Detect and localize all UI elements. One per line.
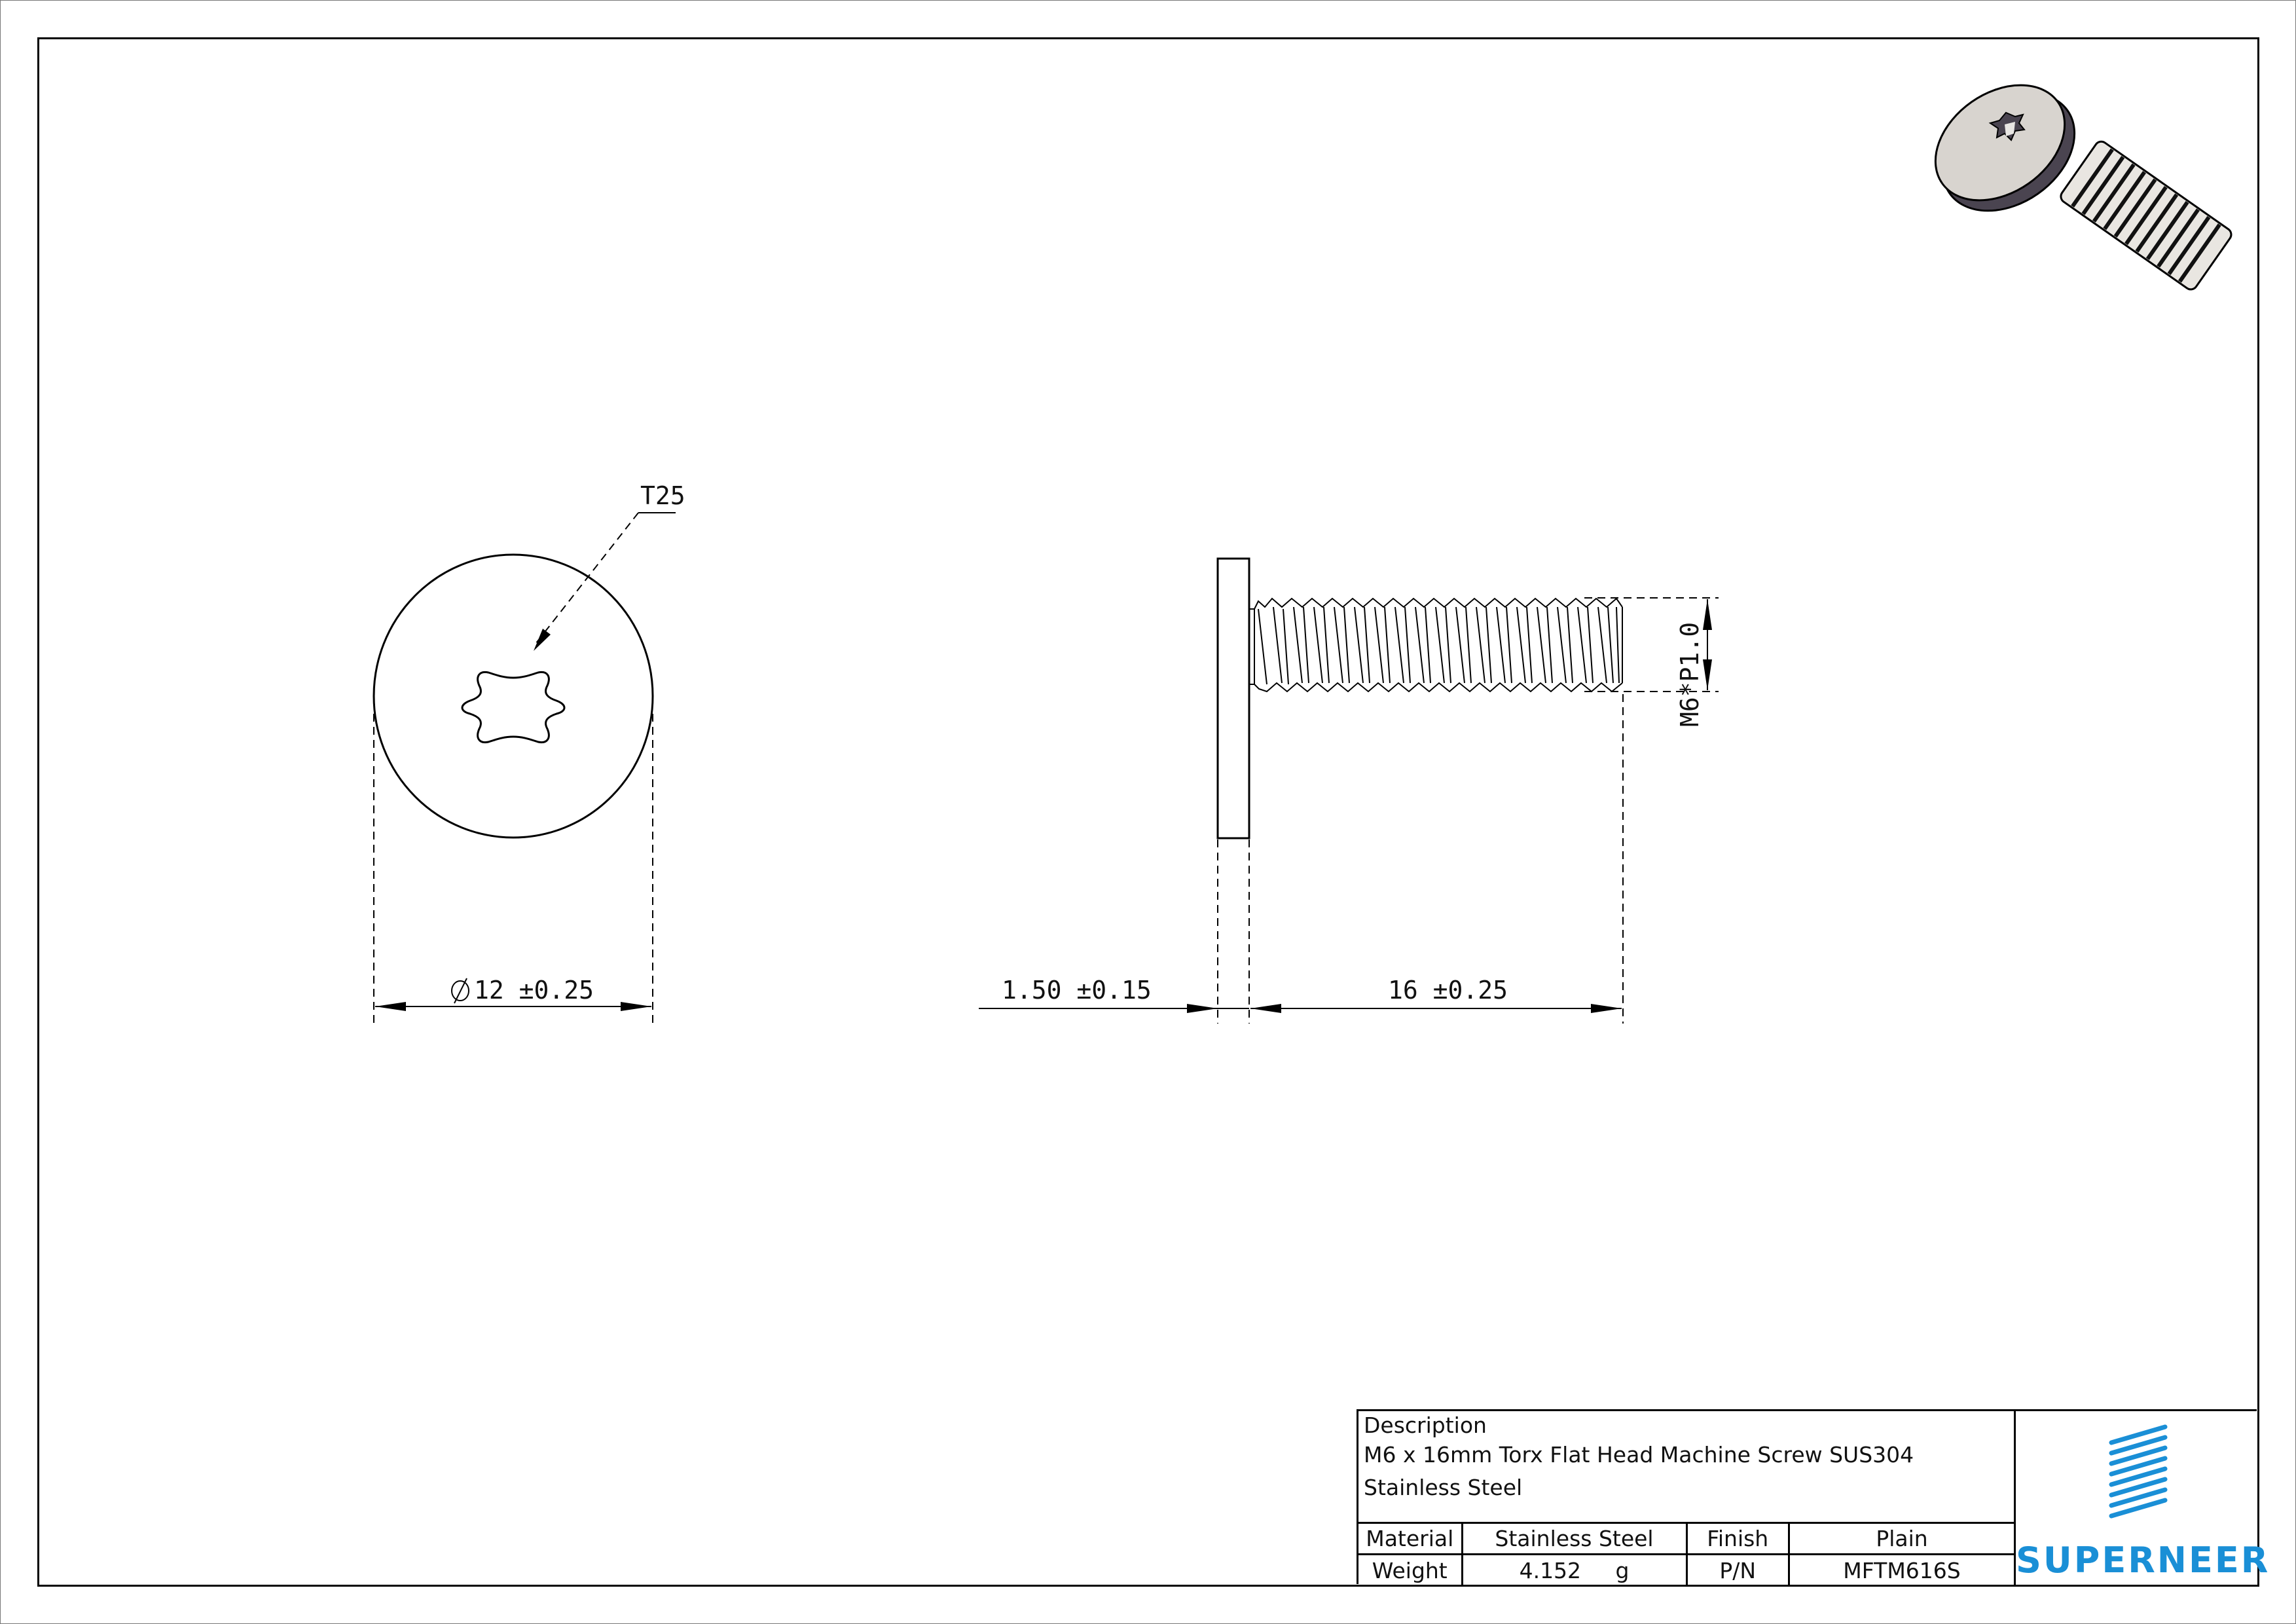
description-value: M6 x 16mm Torx Flat Head Machine Screw S… bbox=[1364, 1442, 1914, 1500]
material-row: Material Stainless Steel Finish Plain bbox=[1358, 1524, 2016, 1555]
length-label: 16 ±0.25 bbox=[1388, 976, 1508, 1005]
title-block: Description M6 x 16mm Torx Flat Head Mac… bbox=[1357, 1409, 2270, 1586]
weight-label: Weight bbox=[1358, 1555, 1463, 1586]
drawing-frame bbox=[37, 37, 2259, 1587]
torx-recess-icon bbox=[461, 671, 566, 744]
side-view: M6*P1.0 1.50 ±0.15 16 ±0.25 bbox=[979, 557, 1719, 1024]
head-profile bbox=[1216, 557, 1250, 840]
drive-callout-label: T25 bbox=[640, 481, 685, 510]
finish-value: Plain bbox=[1876, 1526, 1928, 1551]
thread-profile bbox=[1249, 597, 1623, 693]
diameter-icon bbox=[451, 978, 469, 1004]
head-outline bbox=[373, 553, 654, 839]
part-number-label: P/N bbox=[1688, 1555, 1791, 1586]
front-view: T25 12 ±0.25 bbox=[373, 481, 685, 1024]
description-area: Description M6 x 16mm Torx Flat Head Mac… bbox=[1358, 1411, 2016, 1524]
weight-row: Weight 4.152 g P/N MFTM616S bbox=[1358, 1555, 2016, 1586]
finish-label: Finish bbox=[1688, 1524, 1791, 1553]
thread-callout-label: M6*P1.0 bbox=[1675, 622, 1704, 727]
company-logo: SUPERNEER bbox=[2016, 1411, 2270, 1586]
head-thickness-label: 1.50 ±0.15 bbox=[1002, 976, 1152, 1005]
part-number-value: MFTM616S bbox=[1843, 1558, 1961, 1583]
material-label: Material bbox=[1358, 1524, 1463, 1553]
svg-text:12 ±0.25: 12 ±0.25 bbox=[474, 976, 594, 1005]
logo-text: SUPERNEER bbox=[2016, 1540, 2270, 1581]
screw-3d-render-icon bbox=[1934, 84, 2232, 291]
weight-value: 4.152 g bbox=[1463, 1555, 1688, 1586]
material-value: Stainless Steel bbox=[1463, 1524, 1688, 1553]
description-label: Description bbox=[1364, 1412, 1487, 1438]
superneer-stripes-logo-icon bbox=[2109, 1424, 2168, 1519]
